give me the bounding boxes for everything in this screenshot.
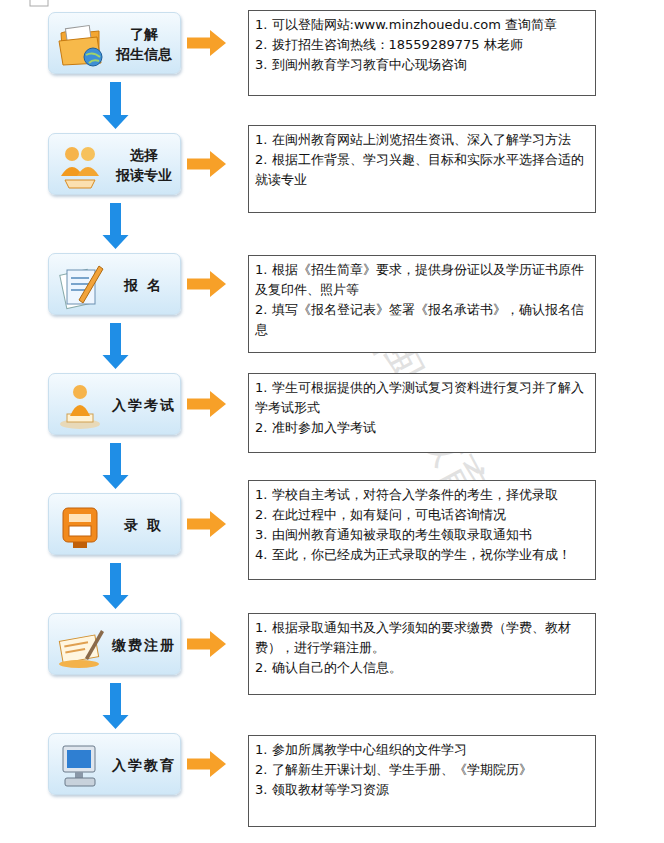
step-icon: [55, 500, 105, 550]
step-label: 录 取: [124, 515, 163, 535]
detail-item: 2. 在此过程中，如有疑问，可电话咨询情况: [255, 505, 589, 525]
detail-item: 2. 确认自己的个人信息。: [255, 658, 589, 678]
detail-item: 1. 学生可根据提供的入学测试复习资料进行复习并了解入学考试形式: [255, 378, 589, 418]
side-arrow: [187, 391, 226, 417]
down-arrow: [103, 323, 129, 369]
step-box: 了解 招生信息: [48, 12, 181, 74]
step-label: 报 名: [124, 275, 163, 295]
step-label: 入学考试: [112, 395, 176, 415]
step-icon: [55, 260, 105, 310]
down-arrow: [103, 563, 129, 609]
detail-item: 1. 根据录取通知书及入学须知的要求缴费（学费、教材费），进行学籍注册。: [255, 618, 589, 658]
step-icon: [55, 740, 105, 790]
step-icon: [55, 620, 105, 670]
step-icon: [55, 380, 105, 430]
detail-item: 2. 拨打招生咨询热线：18559289775 林老师: [255, 35, 589, 55]
detail-item: 1. 根据《招生简章》要求，提供身份证以及学历证书原件及复印件、照片等: [255, 260, 589, 300]
side-arrow: [187, 751, 226, 777]
step-icon: [55, 19, 105, 69]
corner-tab: [30, 0, 48, 6]
detail-item: 1. 学校自主考试，对符合入学条件的考生，择优录取: [255, 485, 589, 505]
detail-item: 1. 参加所属教学中心组织的文件学习: [255, 740, 589, 760]
detail-box: 1. 学校自主考试，对符合入学条件的考生，择优录取2. 在此过程中，如有疑问，可…: [248, 480, 596, 580]
detail-item: 2. 填写《报名登记表》签署《报名承诺书》，确认报名信息: [255, 300, 589, 340]
detail-item: 1. 在闽州教育网站上浏览招生资讯、深入了解学习方法: [255, 130, 589, 150]
detail-item: 2. 根据工作背景、学习兴趣、目标和实际水平选择合适的就读专业: [255, 150, 589, 190]
step-box: 入学教育: [48, 733, 181, 795]
down-arrow: [103, 683, 129, 729]
step-box: 入学考试: [48, 373, 181, 435]
side-arrow: [187, 631, 226, 657]
detail-item: 3. 由闽州教育通知被录取的考生领取录取通知书: [255, 525, 589, 545]
detail-box: 1. 参加所属教学中心组织的文件学习2. 了解新生开课计划、学生手册、《学期院历…: [248, 735, 596, 827]
side-arrow: [187, 30, 226, 56]
detail-box: 1. 根据《招生简章》要求，提供身份证以及学历证书原件及复印件、照片等2. 填写…: [248, 255, 596, 353]
step-box: 录 取: [48, 493, 181, 555]
side-arrow: [187, 511, 226, 537]
detail-box: 1. 根据录取通知书及入学须知的要求缴费（学费、教材费），进行学籍注册。2. 确…: [248, 613, 596, 695]
side-arrow: [187, 151, 226, 177]
detail-item: 2. 准时参加入学考试: [255, 418, 589, 438]
detail-item: 4. 至此，你已经成为正式录取的学生，祝你学业有成！: [255, 545, 589, 565]
detail-box: 1. 学生可根据提供的入学测试复习资料进行复习并了解入学考试形式2. 准时参加入…: [248, 373, 596, 453]
step-box: 缴费注册: [48, 613, 181, 675]
step-label: 入学教育: [112, 755, 176, 775]
down-arrow: [103, 203, 129, 249]
detail-item: 3. 到闽州教育学习教育中心现场咨询: [255, 55, 589, 75]
side-arrow: [187, 271, 226, 297]
step-icon: [55, 140, 105, 190]
detail-box: 1. 可以登陆网站:www.minzhouedu.com 查询简章2. 拨打招生…: [248, 10, 596, 96]
step-label: 了解 招生信息: [111, 24, 177, 64]
step-label: 缴费注册: [112, 635, 176, 655]
step-box: 报 名: [48, 253, 181, 315]
down-arrow: [103, 82, 129, 129]
step-box: 选择 报读专业: [48, 133, 181, 195]
detail-item: 1. 可以登陆网站:www.minzhouedu.com 查询简章: [255, 15, 589, 35]
detail-box: 1. 在闽州教育网站上浏览招生资讯、深入了解学习方法2. 根据工作背景、学习兴趣…: [248, 125, 596, 213]
step-label: 选择 报读专业: [111, 145, 177, 185]
detail-item: 3. 领取教材等学习资源: [255, 780, 589, 800]
down-arrow: [103, 443, 129, 489]
detail-item: 2. 了解新生开课计划、学生手册、《学期院历》: [255, 760, 589, 780]
